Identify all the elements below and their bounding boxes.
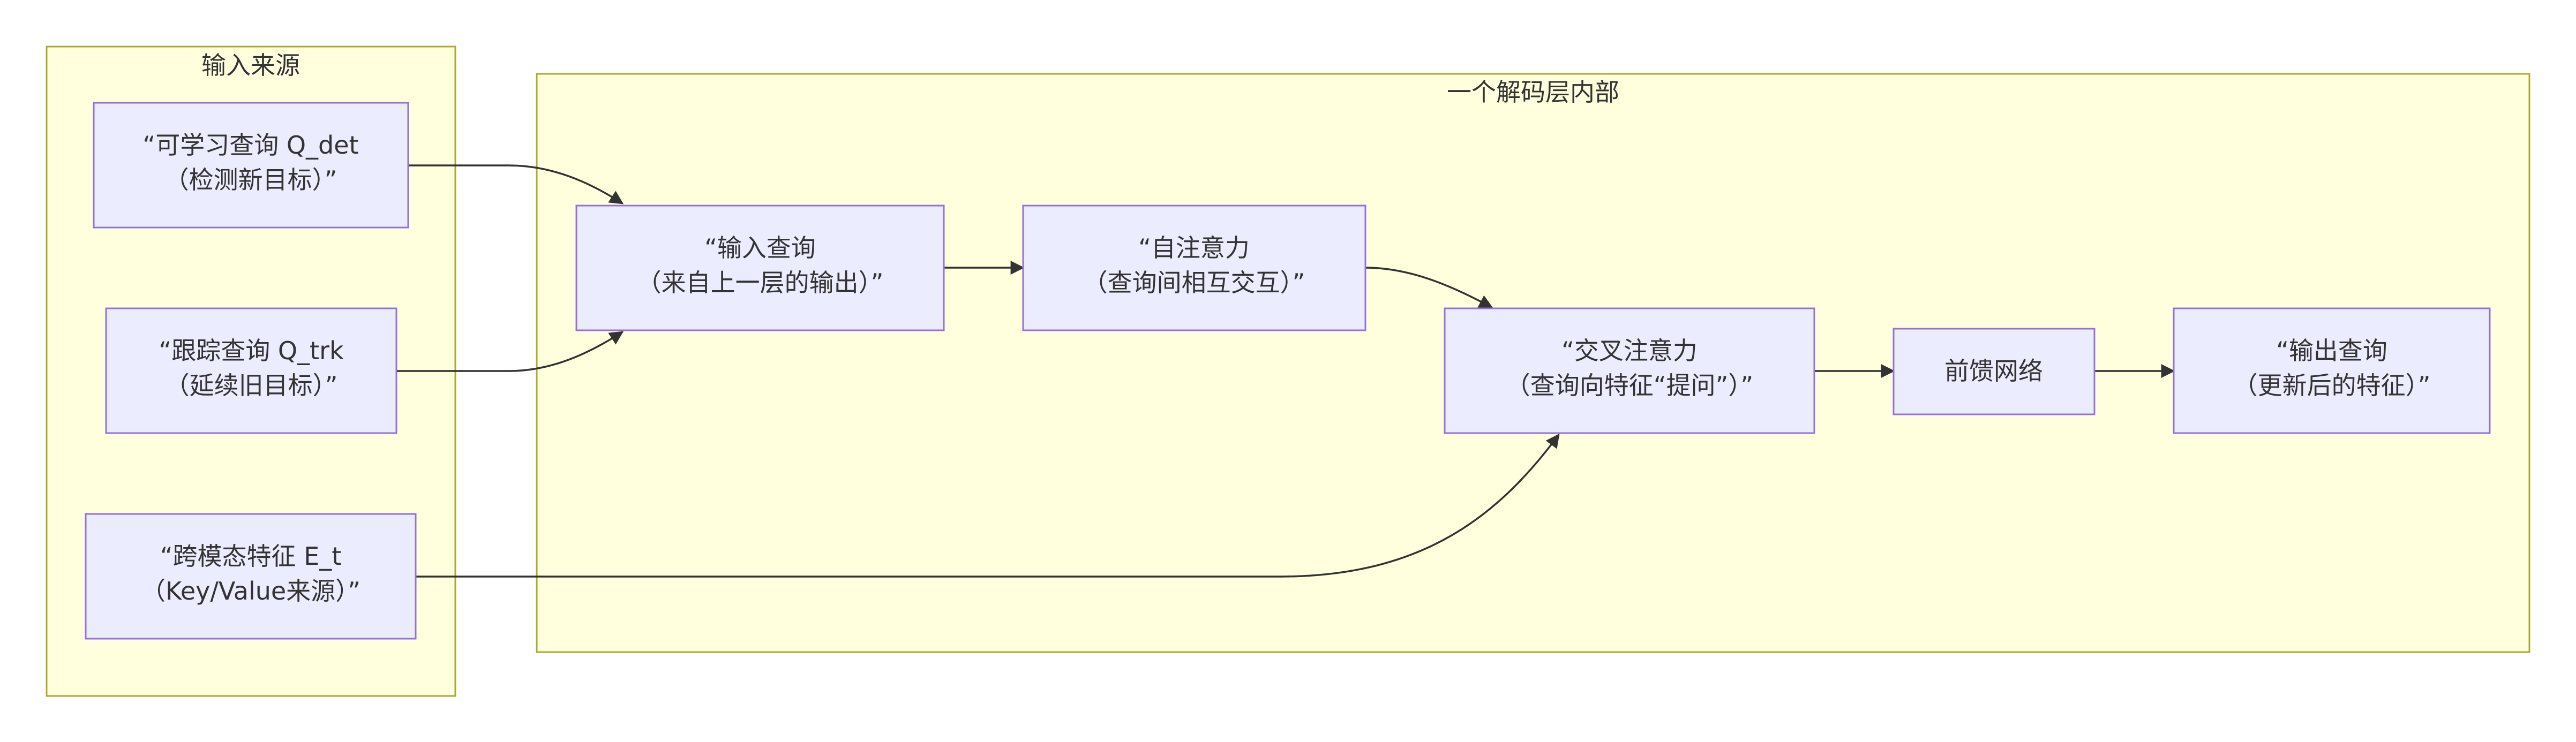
node-self-attn: “自注意力 （查询间相互交互）” (1022, 205, 1366, 331)
node-cross-attn-box (1444, 307, 1815, 434)
node-output-query-line2: （更新后的特征）” (2233, 371, 2431, 400)
edge-qtrk-to-input-query (396, 331, 624, 372)
edges (396, 164, 2175, 578)
node-input-query: “输入查询 （来自上一层的输出）” (575, 205, 945, 331)
node-q-trk-line2: （延续旧目标）” (165, 371, 338, 400)
node-q-det-line2: （检测新目标）” (164, 165, 337, 194)
node-ffn-box (1892, 328, 2096, 415)
node-input-query-line2: （来自上一层的输出）” (637, 268, 884, 297)
node-cross-attn-line2: （查询向特征“提问”）” (1506, 371, 1754, 400)
node-q-trk: “跟踪查询 Q_trk （延续旧目标）” (105, 307, 397, 434)
node-ffn: 前馈网络 (1892, 328, 2096, 415)
node-self-attn-line2: （查询间相互交互）” (1083, 268, 1305, 297)
node-e-t-line2: （Key/Value来源）” (141, 577, 361, 605)
node-e-t-line1: “跨模态特征 E_t (160, 542, 342, 571)
node-q-trk-box (105, 307, 397, 434)
node-q-det: “可学习查询 Q_det （检测新目标）” (93, 102, 409, 229)
node-self-attn-box (1022, 205, 1366, 331)
node-output-query-line1: “输出查询 (2276, 336, 2387, 365)
node-self-attn-line1: “自注意力 (1138, 233, 1250, 262)
node-output-query-box (2173, 307, 2491, 434)
edge-self-attn-to-cross-attn (1365, 267, 1493, 308)
node-cross-attn: “交叉注意力 （查询向特征“提问”）” (1444, 307, 1815, 434)
node-q-det-box (93, 102, 409, 229)
node-e-t-box (85, 513, 417, 640)
node-ffn-line1: 前馈网络 (1944, 357, 2043, 385)
node-e-t: “跨模态特征 E_t （Key/Value来源）” (85, 513, 417, 640)
node-input-query-box (575, 205, 945, 331)
node-cross-attn-line1: “交叉注意力 (1561, 336, 1698, 365)
cluster-decoder-label: 一个解码层内部 (1447, 78, 1619, 107)
node-input-query-line1: “输入查询 (704, 233, 816, 262)
node-output-query: “输出查询 （更新后的特征）” (2173, 307, 2491, 434)
edge-qdet-to-input-query (408, 164, 624, 205)
node-q-det-line1: “可学习查询 Q_det (142, 131, 358, 160)
cluster-inputs-label: 输入来源 (201, 51, 300, 80)
node-q-trk-line1: “跟踪查询 Q_trk (159, 336, 344, 365)
edge-et-to-cross-attn (416, 433, 1560, 578)
